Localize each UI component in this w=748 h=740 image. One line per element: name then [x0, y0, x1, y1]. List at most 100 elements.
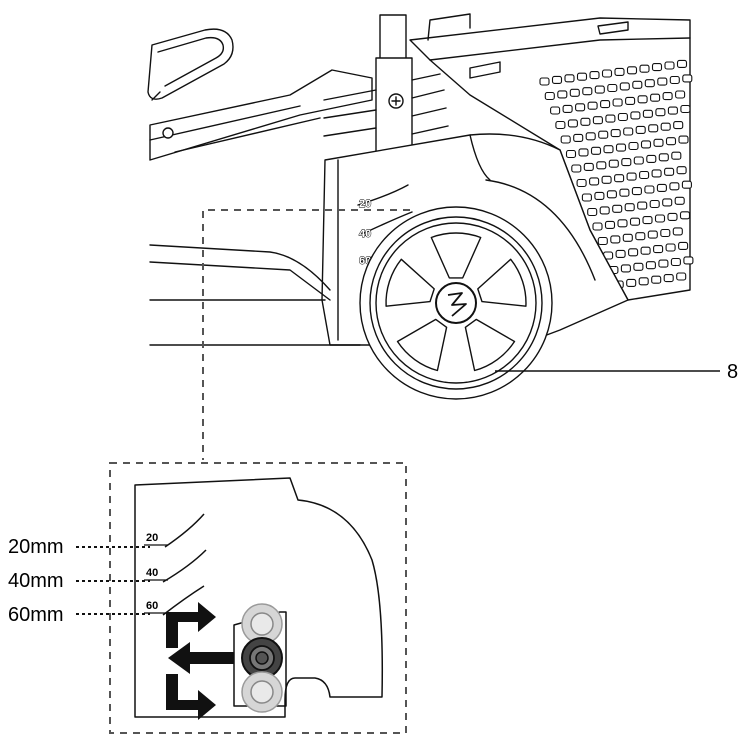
wheel-spoke-window [477, 258, 527, 307]
axle-positions [241, 603, 283, 713]
vent-slot [662, 92, 673, 101]
vent-slot [647, 230, 658, 239]
vent-slot [576, 178, 587, 188]
vent-slot [664, 167, 675, 176]
handle-post [323, 14, 449, 154]
vent-slot [645, 261, 656, 270]
vent-slot [644, 185, 655, 194]
vent-slot [550, 106, 561, 115]
vent-slot [670, 257, 681, 267]
arrow-middle-position [168, 642, 234, 674]
vent-slot [637, 201, 648, 210]
vent-slot [557, 90, 568, 99]
vent-slot [606, 190, 617, 199]
vent-slot [623, 127, 634, 136]
vent-slot [569, 88, 580, 97]
vent-grid [539, 59, 694, 289]
vent-slot [657, 77, 668, 86]
wheel-spoke-window [385, 258, 435, 307]
vent-slot [658, 259, 669, 268]
vent-slot [658, 153, 669, 162]
detail-mark-20: 20 [146, 532, 158, 544]
vent-slot [580, 117, 591, 126]
rear-wheel [359, 206, 553, 400]
vent-slot [675, 90, 686, 99]
vent-slot [637, 95, 648, 104]
vent-slot [662, 198, 673, 207]
handle-grip [147, 28, 234, 101]
vent-slot [639, 170, 650, 180]
vent-slot [624, 203, 635, 212]
height-label-40mm: 40mm [8, 570, 64, 592]
wheel-spoke-window [464, 318, 516, 372]
vent-slot [682, 74, 693, 83]
vent-slot [594, 191, 605, 200]
vent-slot [673, 121, 684, 130]
vent-slot [639, 64, 650, 73]
vent-slot [642, 109, 653, 118]
vent-slot [632, 80, 643, 89]
vent-slot [615, 249, 626, 258]
vent-slot [654, 214, 666, 223]
vent-slot [635, 232, 646, 241]
vent-slot [622, 233, 633, 242]
vent-slot [555, 120, 566, 130]
vent-slot [590, 146, 602, 155]
vent-slot [651, 63, 663, 72]
arrow-up-position [166, 602, 216, 648]
wheel-hub [385, 232, 527, 372]
height-label-60mm: 60mm [8, 604, 64, 626]
vent-slot [585, 132, 596, 141]
axle-position-lower [241, 671, 283, 713]
vent-slot [663, 274, 674, 283]
detail-frame [109, 462, 407, 734]
vent-slot [581, 193, 592, 202]
vent-slot [592, 116, 603, 125]
detail-mark-60: 60 [146, 600, 158, 612]
vent-slot [646, 154, 657, 163]
vent-slot [614, 174, 625, 183]
vent-slot [617, 219, 628, 228]
vent-slot [669, 75, 680, 85]
vent-slot [578, 148, 589, 157]
vent-slot [596, 161, 607, 170]
vent-slot [651, 169, 662, 178]
vent-slot [604, 220, 616, 229]
vent-slot [635, 125, 646, 134]
vent-slot [597, 236, 608, 246]
vent-slot [612, 204, 623, 213]
vent-slot [664, 61, 675, 70]
vent-slot [614, 67, 625, 76]
vent-slot [676, 59, 688, 68]
vent-slot [626, 172, 637, 181]
vent-slot [608, 159, 619, 168]
axle-position-upper [241, 603, 283, 645]
vent-slot [665, 137, 677, 146]
vent-slot [674, 196, 685, 205]
part-number-label: 8 [727, 361, 738, 383]
vent-slot [660, 228, 671, 238]
vent-slot [564, 74, 575, 83]
vent-slot [640, 246, 651, 255]
vent-slot [610, 129, 621, 138]
vent-slot [653, 138, 664, 147]
vent-slot [651, 275, 662, 284]
vent-slot [633, 262, 644, 271]
vent-slot [671, 151, 682, 160]
wheel-spoke-window [396, 318, 448, 372]
vent-slot [628, 248, 639, 257]
vent-slot [539, 77, 550, 86]
vent-slot [620, 264, 631, 273]
detail-mark-40: 40 [146, 567, 158, 579]
vent-slot [669, 182, 680, 191]
vent-slot [631, 187, 642, 196]
vent-slot [599, 206, 610, 215]
vent-slot [576, 72, 588, 81]
vent-slot [587, 207, 598, 217]
adjust-arrows [166, 602, 234, 720]
vent-slot [594, 85, 605, 94]
vent-slot [638, 277, 649, 286]
axle-position-middle [241, 637, 283, 679]
vent-slot [667, 212, 678, 221]
